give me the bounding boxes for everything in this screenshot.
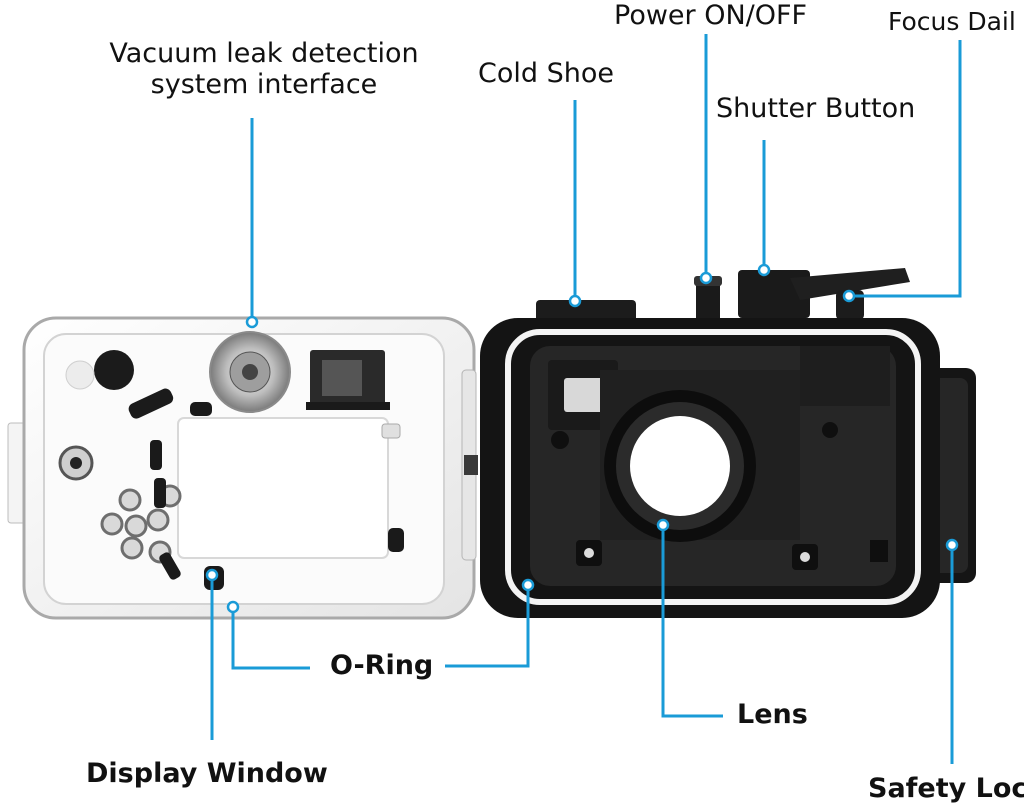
label-vacuum-leak-detection: Vacuum leak detection system interface: [109, 38, 418, 100]
label-power: Power ON/OFF: [614, 0, 808, 31]
door-latch-clip: [464, 455, 478, 475]
door-lever: [128, 388, 174, 419]
label-focus-dial: Focus Dail: [888, 7, 1016, 36]
clear-rear-door: [7, 316, 478, 620]
door-small-button: [190, 402, 212, 416]
door-button-stems: [150, 440, 181, 580]
leader-lines: [210, 34, 962, 764]
label-display-window: Display Window: [86, 758, 328, 789]
label-cold-shoe: Cold Shoe: [478, 58, 614, 89]
leader-end-markers: [205, 263, 959, 614]
shutter-lever-arm: [790, 268, 910, 300]
o-ring-seal: [505, 329, 921, 605]
display-window-area: [177, 417, 389, 559]
leader-o-ring-left: [231, 610, 310, 670]
door-round-window: [65, 360, 95, 390]
power-knob: [696, 282, 720, 322]
label-vacuum-leak-line1: Vacuum leak detection: [109, 38, 419, 69]
label-vacuum-leak-line2: system interface: [150, 69, 378, 101]
door-button-cluster: [100, 484, 182, 564]
label-lens: Lens: [737, 699, 808, 730]
door-round-button: [94, 350, 134, 390]
housing-main-body: [480, 268, 976, 618]
interior-window: [564, 378, 610, 412]
door-right-button: [388, 528, 404, 552]
lens-port: [630, 416, 730, 516]
label-safety-lock: Safety Lock: [868, 773, 1024, 804]
label-shutter-button: Shutter Button: [716, 93, 916, 124]
leader-o-ring-right: [445, 588, 530, 668]
leader-focus-dial: [852, 40, 962, 298]
leader-lens: [661, 528, 723, 718]
label-o-ring: O-Ring: [330, 650, 434, 681]
